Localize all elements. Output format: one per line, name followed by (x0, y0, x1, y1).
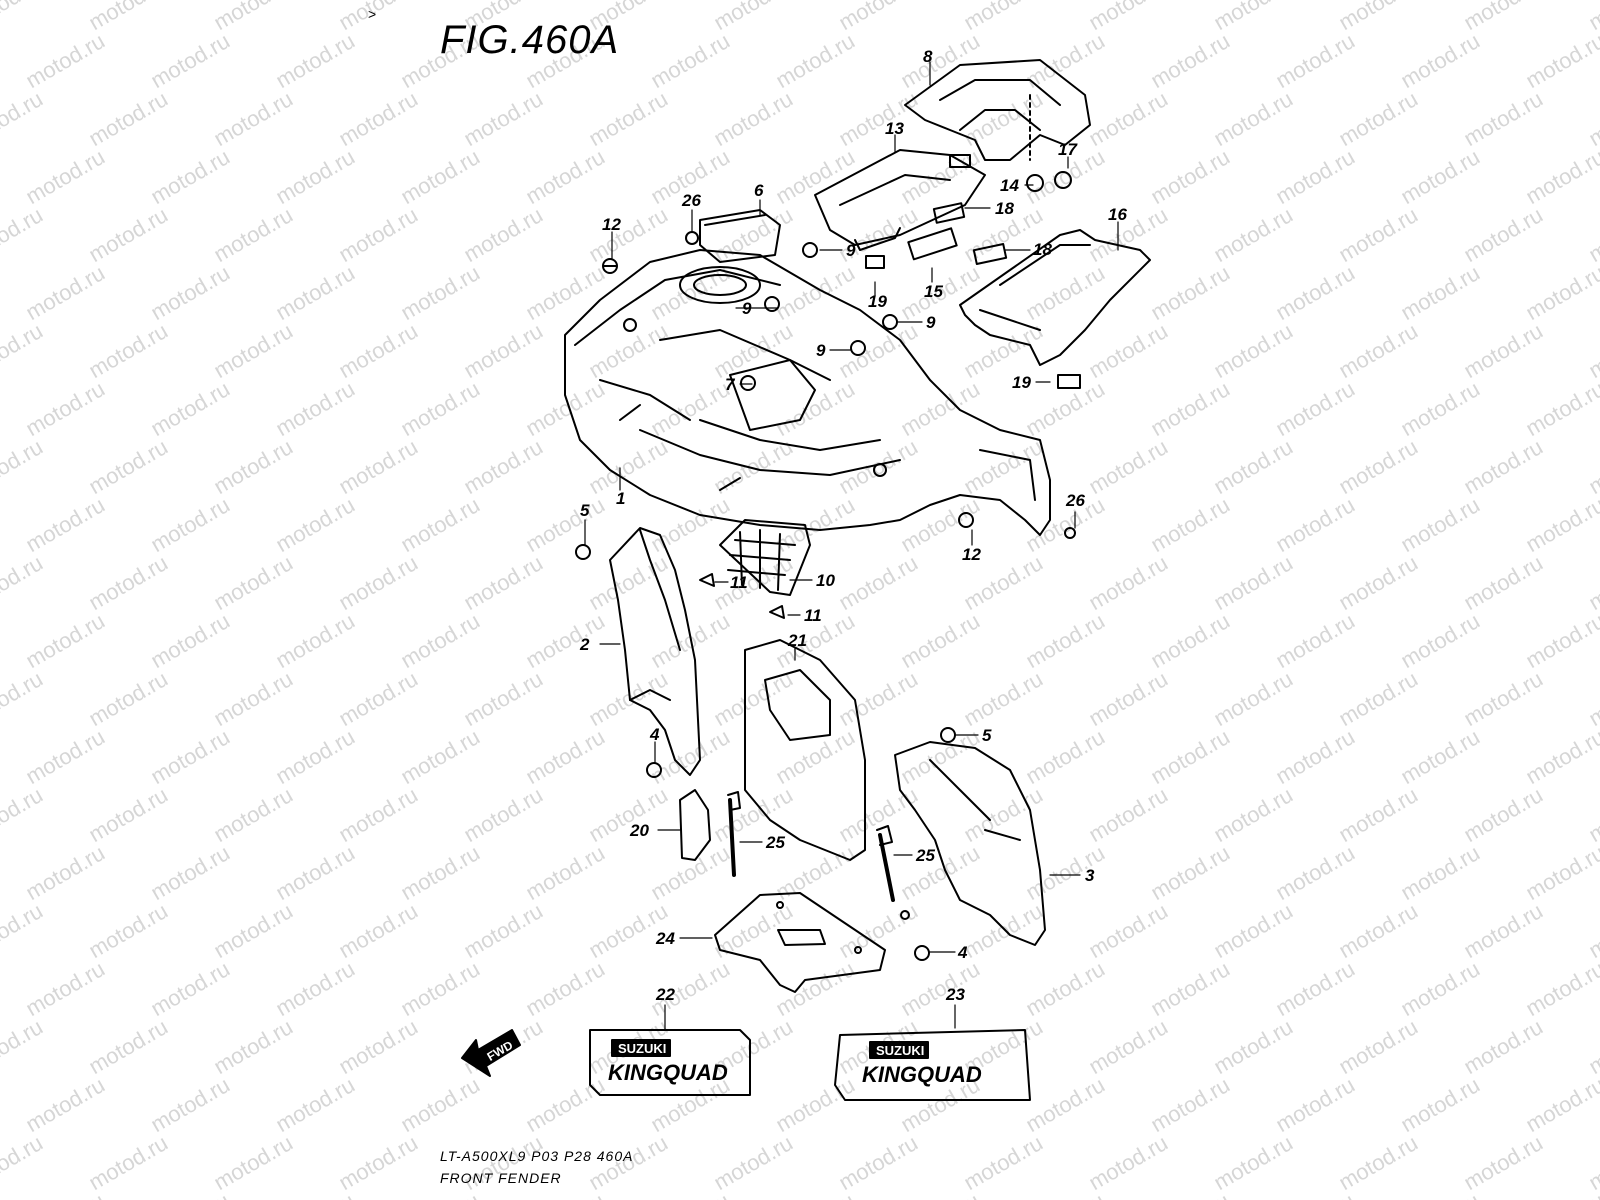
part-22-decal[interactable]: SUZUKI KINGQUAD (589, 1029, 751, 1096)
fastener-4a[interactable] (646, 762, 662, 778)
decal-22-brand: SUZUKI (618, 1041, 666, 1056)
fastener-5a[interactable] (575, 544, 591, 560)
fastener-11b[interactable] (769, 605, 785, 619)
part-18-pad-a[interactable] (932, 202, 966, 224)
callout-19b: 19 (1012, 373, 1031, 392)
part-3-right-flap[interactable] (894, 741, 1046, 946)
callout-11a: 11 (730, 573, 748, 592)
callout-12b: 12 (962, 545, 981, 564)
fastener-11a[interactable] (699, 573, 715, 587)
part-2-left-flap[interactable] (609, 527, 701, 776)
callout-6: 6 (754, 181, 764, 200)
part-13-bracket[interactable] (814, 149, 986, 251)
part-8-rear-cover[interactable] (904, 59, 1091, 161)
footer-code: LT-A500XL9 P03 P28 460A (440, 1148, 634, 1164)
part-25-tie-a[interactable] (727, 791, 741, 877)
fastener-9d[interactable] (850, 340, 866, 356)
callout-5b: 5 (982, 726, 992, 745)
callout-10: 10 (816, 571, 835, 590)
fastener-9a[interactable] (802, 242, 818, 258)
callout-23: 23 (945, 985, 965, 1004)
callout-20: 20 (629, 821, 649, 840)
callout-9b: 9 (742, 299, 752, 318)
part-20-bracket[interactable] (679, 789, 711, 861)
callout-7: 7 (725, 375, 736, 394)
part-19-pad-a[interactable] (865, 255, 885, 269)
part-16-side-panel[interactable] (959, 229, 1151, 366)
corner-mark: > (368, 6, 377, 22)
callout-4b: 4 (957, 943, 968, 962)
part-24-plate[interactable] (714, 892, 886, 993)
decal-23-model: KINGQUAD (862, 1062, 982, 1087)
fastener-4b[interactable] (914, 945, 930, 961)
callout-8: 8 (923, 47, 933, 66)
callout-4a: 4 (649, 725, 660, 744)
callout-19a: 19 (868, 292, 887, 311)
part-25-tie-b[interactable] (876, 825, 895, 902)
callout-26b: 26 (1065, 491, 1085, 510)
callout-18b: 18 (1033, 240, 1052, 259)
part-1-front-fender[interactable] (564, 249, 1051, 536)
callout-2: 2 (579, 635, 590, 654)
callout-21: 21 (787, 631, 807, 650)
callout-labels: 8 13 17 14 6 26 18 18 16 12 9 9 9 9 19 1… (579, 47, 1127, 1004)
fastener-5b[interactable] (940, 727, 956, 743)
callout-1: 1 (616, 489, 625, 508)
decal-22-model: KINGQUAD (608, 1060, 728, 1085)
part-23-decal[interactable]: SUZUKI KINGQUAD (834, 1029, 1031, 1101)
callout-9c: 9 (926, 313, 936, 332)
part-15-pad[interactable] (907, 227, 958, 261)
part-21-inner-panel[interactable] (744, 639, 866, 861)
callout-16: 16 (1108, 205, 1127, 224)
callout-22: 22 (655, 985, 675, 1004)
fastener-12a[interactable] (602, 258, 618, 274)
callout-17: 17 (1058, 140, 1078, 159)
callout-5a: 5 (580, 501, 590, 520)
callout-9a: 9 (846, 241, 856, 260)
fastener-9b[interactable] (764, 296, 780, 312)
part-10-grille[interactable] (719, 519, 811, 596)
callout-3: 3 (1085, 866, 1095, 885)
callout-18a: 18 (995, 199, 1014, 218)
fwd-arrow: FWD (461, 1029, 521, 1077)
callout-25a: 25 (765, 833, 785, 852)
fastener-9c[interactable] (882, 314, 898, 330)
fastener-26b[interactable] (1064, 527, 1076, 539)
callout-26a: 26 (681, 191, 701, 210)
part-19-pad-b[interactable] (1057, 374, 1081, 389)
fastener-7[interactable] (740, 375, 756, 391)
figure-title: FIG.460A (440, 18, 620, 62)
callout-15: 15 (924, 282, 943, 301)
callout-12a: 12 (602, 215, 621, 234)
fastener-26a[interactable] (685, 231, 699, 245)
decal-23-brand: SUZUKI (876, 1043, 924, 1058)
leader-lines (584, 61, 1119, 1031)
part-18-pad-b[interactable] (972, 243, 1008, 265)
callout-25b: 25 (915, 846, 935, 865)
fastener-12b[interactable] (958, 512, 974, 528)
callout-13: 13 (885, 119, 904, 138)
callout-9d: 9 (816, 341, 826, 360)
fastener-17[interactable] (1054, 171, 1072, 189)
callout-24: 24 (655, 929, 675, 948)
callout-11b: 11 (804, 606, 822, 625)
callout-14: 14 (1000, 176, 1019, 195)
footer-name: FRONT FENDER (440, 1170, 562, 1186)
fastener-14[interactable] (1026, 174, 1044, 192)
